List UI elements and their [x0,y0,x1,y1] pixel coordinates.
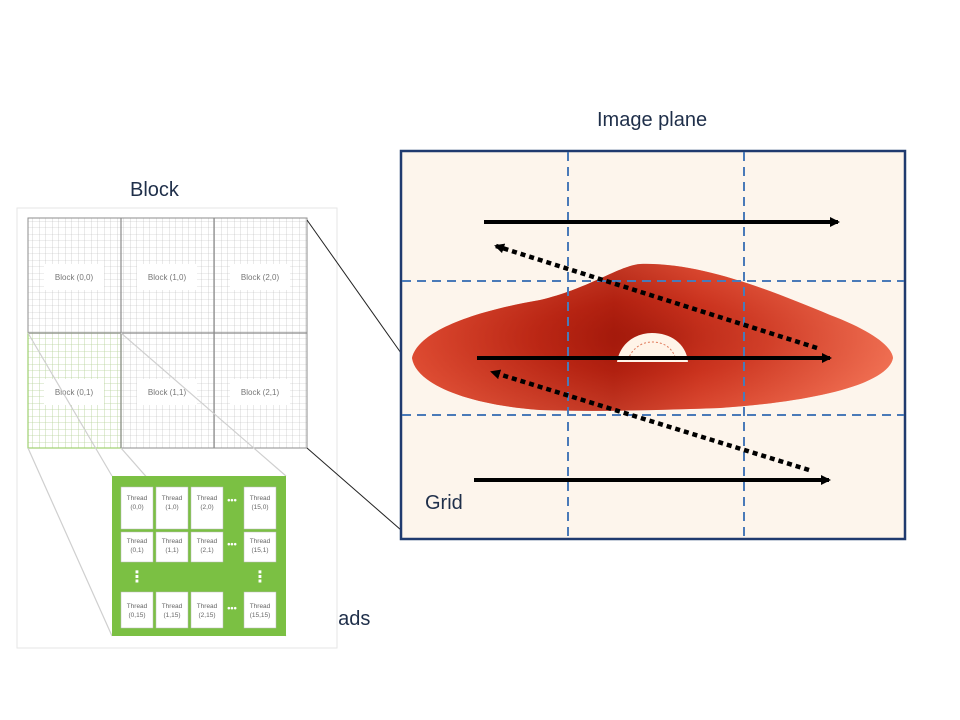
thread-label: Thread [127,538,148,545]
block-cell-label: Block (1,0) [148,273,187,282]
thread-coord: (0,0) [130,504,143,511]
ellipsis-horizontal: ••• [227,495,236,505]
block-cell-label: Block (1,1) [148,388,187,397]
thread-cell-0-0: Thread (0,0) [120,486,154,530]
thread-label: Thread [197,603,218,610]
thread-coord: (15,0) [252,504,269,511]
thread-label: Thread [250,538,271,545]
thread-coord: (0,1) [130,547,143,554]
return-arrow-1 [494,243,818,351]
thread-label: Thread [127,495,148,502]
image-plane [399,149,907,541]
thread-coord: (1,1) [165,547,178,554]
dashed-grid [402,152,904,538]
thread-cell-1-15: Thread (1,15) [155,591,189,629]
block-cell-label: Block (0,1) [55,388,94,397]
thread-label: Thread [162,538,183,545]
ellipsis-vertical: ⋮ [252,567,268,586]
image-plane-label: Image plane [597,109,708,131]
thread-coord: (0,15) [129,612,146,619]
block-cell-1-0: Block (1,0) [137,264,197,290]
scan-arrows [474,217,840,485]
thread-coord: (2,15) [199,612,216,619]
ellipsis-vertical: ⋮ [129,567,145,586]
thread-label: Thread [197,495,218,502]
block-label: Block [130,179,179,201]
thread-label: Thread [250,495,271,502]
thread-cell-15-15: Thread (15,15) [243,591,277,629]
thread-coord: (2,0) [200,504,213,511]
block-cell-label: Block (2,0) [241,273,280,282]
thread-coord: (15,15) [250,612,271,619]
connector-lines [306,219,402,531]
thread-label: Thread [162,603,183,610]
thread-coord: (1,15) [164,612,181,619]
block-cell-2-0: Block (2,0) [230,264,290,290]
thread-label: Thread [162,495,183,502]
block-cell-2-1: Block (2,1) [230,379,290,405]
ellipsis-horizontal: ••• [227,539,236,549]
thread-cell-15-0: Thread (15,0) [243,486,277,530]
block-cell-label: Block (0,0) [55,273,94,282]
accretion-disk [412,263,893,411]
block-cell-0-0: Block (0,0) [44,264,104,290]
thread-coord: (2,1) [200,547,213,554]
thread-coord: (15,1) [252,547,269,554]
thread-cell-2-1: Thread (2,1) [190,531,224,563]
grid-label: Grid [425,492,463,514]
thread-label: Thread [250,603,271,610]
thread-cell-1-1: Thread (1,1) [155,531,189,563]
thread-cell-1-0: Thread (1,0) [155,486,189,530]
thread-label: Thread [197,538,218,545]
thread-cell-0-15: Thread (0,15) [120,591,154,629]
return-arrow-2 [490,369,810,473]
block-cell-1-1: Block (1,1) [137,379,197,405]
thread-coord: (1,0) [165,504,178,511]
threads-panel: Thread (0,0) Thread (1,0) Thread (2,0) •… [112,476,286,636]
thread-label: Thread [127,603,148,610]
ellipsis-horizontal: ••• [227,603,236,613]
block-cell-0-1: Block (0,1) [44,379,104,405]
block-cell-label: Block (2,1) [241,388,280,397]
thread-cell-2-0: Thread (2,0) [190,486,224,530]
thread-cell-0-1: Thread (0,1) [120,531,154,563]
thread-cell-2-15: Thread (2,15) [190,591,224,629]
thread-cell-15-1: Thread (15,1) [243,531,277,563]
